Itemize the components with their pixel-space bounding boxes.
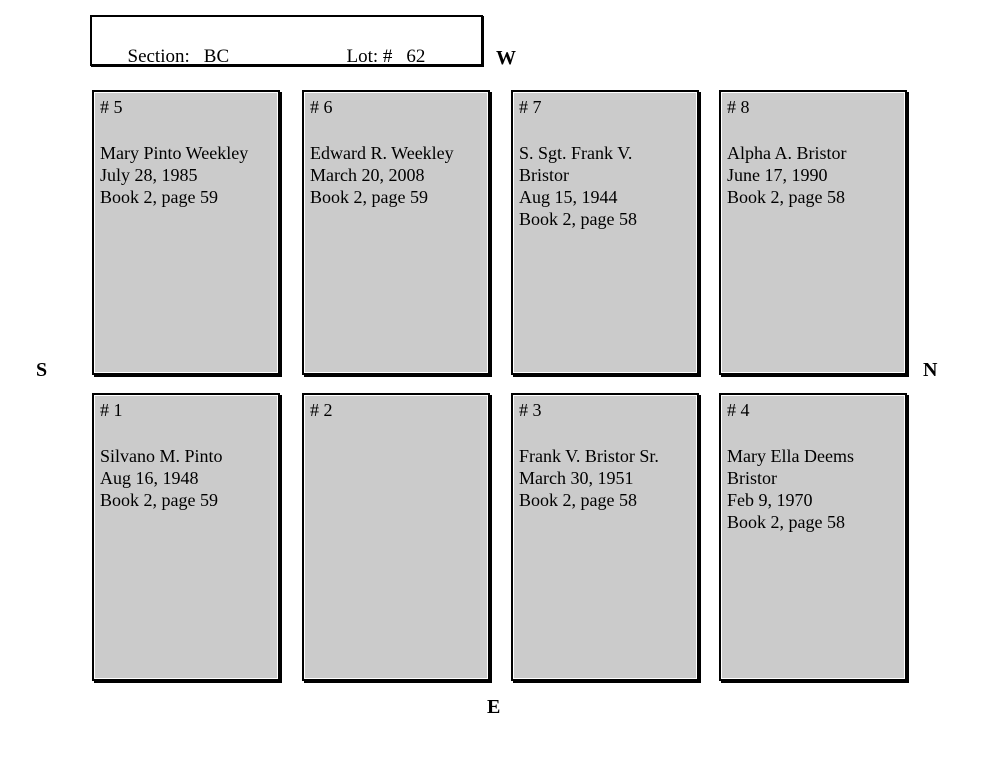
plot-date: March 30, 1951 <box>519 468 634 488</box>
plot-box-7: # 7 S. Sgt. Frank V. Bristor Aug 15, 194… <box>511 90 699 375</box>
lot-field: Lot: # 62 <box>318 24 426 90</box>
compass-east-label: E <box>487 696 501 718</box>
plot-date: June 17, 1990 <box>727 165 828 185</box>
plot-name: Alpha A. Bristor <box>727 143 847 163</box>
plot-number: # 3 <box>519 400 542 420</box>
plot-box-8: # 8 Alpha A. Bristor June 17, 1990 Book … <box>719 90 907 375</box>
plot-number: # 4 <box>727 400 750 420</box>
plot-name-line2: Bristor <box>727 468 778 488</box>
plot-name: Silvano M. Pinto <box>100 446 223 466</box>
section-field: Section: BC <box>99 24 230 90</box>
section-lot-header: Section: BC Lot: # 62 <box>90 15 483 67</box>
plot-box-3: # 3 Frank V. Bristor Sr. March 30, 1951 … <box>511 393 699 681</box>
plot-book-ref: Book 2, page 59 <box>310 187 428 207</box>
plot-name: S. Sgt. Frank V. <box>519 143 633 163</box>
plot-number: # 2 <box>310 400 333 420</box>
plot-box-1: # 1 Silvano M. Pinto Aug 16, 1948 Book 2… <box>92 393 280 681</box>
compass-west-label: W <box>496 47 516 69</box>
plot-number: # 1 <box>100 400 123 420</box>
section-label: Section: <box>127 46 190 67</box>
plot-number: # 8 <box>727 97 750 117</box>
plot-box-6: # 6 Edward R. Weekley March 20, 2008 Boo… <box>302 90 490 375</box>
lot-label: Lot: # <box>346 46 393 67</box>
plot-date: Aug 16, 1948 <box>100 468 199 488</box>
plot-book-ref: Book 2, page 59 <box>100 187 218 207</box>
plot-name: Edward R. Weekley <box>310 143 454 163</box>
plot-book-ref: Book 2, page 58 <box>519 490 637 510</box>
plot-book-ref: Book 2, page 58 <box>727 512 845 532</box>
plot-name: Mary Ella Deems <box>727 446 854 466</box>
lot-value: 62 <box>406 46 426 67</box>
plot-number: # 5 <box>100 97 123 117</box>
plot-name: Mary Pinto Weekley <box>100 143 249 163</box>
plot-box-5: # 5 Mary Pinto Weekley July 28, 1985 Boo… <box>92 90 280 375</box>
plot-book-ref: Book 2, page 59 <box>100 490 218 510</box>
plot-number: # 7 <box>519 97 542 117</box>
plot-box-4: # 4 Mary Ella Deems Bristor Feb 9, 1970 … <box>719 393 907 681</box>
plot-date: Feb 9, 1970 <box>727 490 813 510</box>
plot-book-ref: Book 2, page 58 <box>519 209 637 229</box>
plot-box-2: # 2 <box>302 393 490 681</box>
plot-date: March 20, 2008 <box>310 165 425 185</box>
plot-name: Frank V. Bristor Sr. <box>519 446 659 466</box>
compass-south-label: S <box>36 359 48 381</box>
section-value: BC <box>203 46 230 67</box>
plot-number: # 6 <box>310 97 333 117</box>
plot-name-line2: Bristor <box>519 165 570 185</box>
plot-date: Aug 15, 1944 <box>519 187 618 207</box>
compass-north-label: N <box>923 359 938 381</box>
plot-book-ref: Book 2, page 58 <box>727 187 845 207</box>
plot-date: July 28, 1985 <box>100 165 198 185</box>
